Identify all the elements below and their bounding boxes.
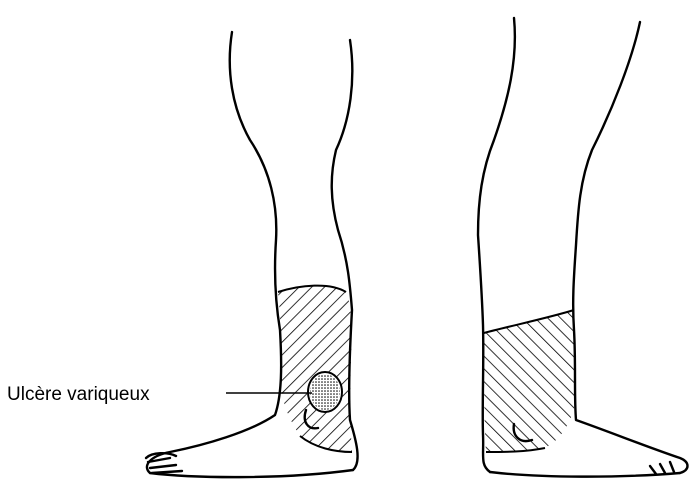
left-leg-outer-contour — [147, 32, 281, 473]
left-leg-hatched-zone — [278, 286, 352, 452]
left-foot-toes — [148, 458, 182, 473]
right-foot-toes — [650, 462, 674, 474]
right-leg — [478, 18, 688, 477]
left-leg — [146, 32, 358, 477]
right-foot-sole — [490, 472, 680, 477]
ulcer-label: Ulcère variqueux — [7, 384, 150, 405]
right-leg-hatched-zone — [484, 310, 575, 452]
ulcer-callout: Ulcère variqueux — [7, 384, 312, 405]
varicose-ulcer-stipple — [310, 374, 340, 410]
right-leg-outer-contour — [573, 22, 687, 473]
